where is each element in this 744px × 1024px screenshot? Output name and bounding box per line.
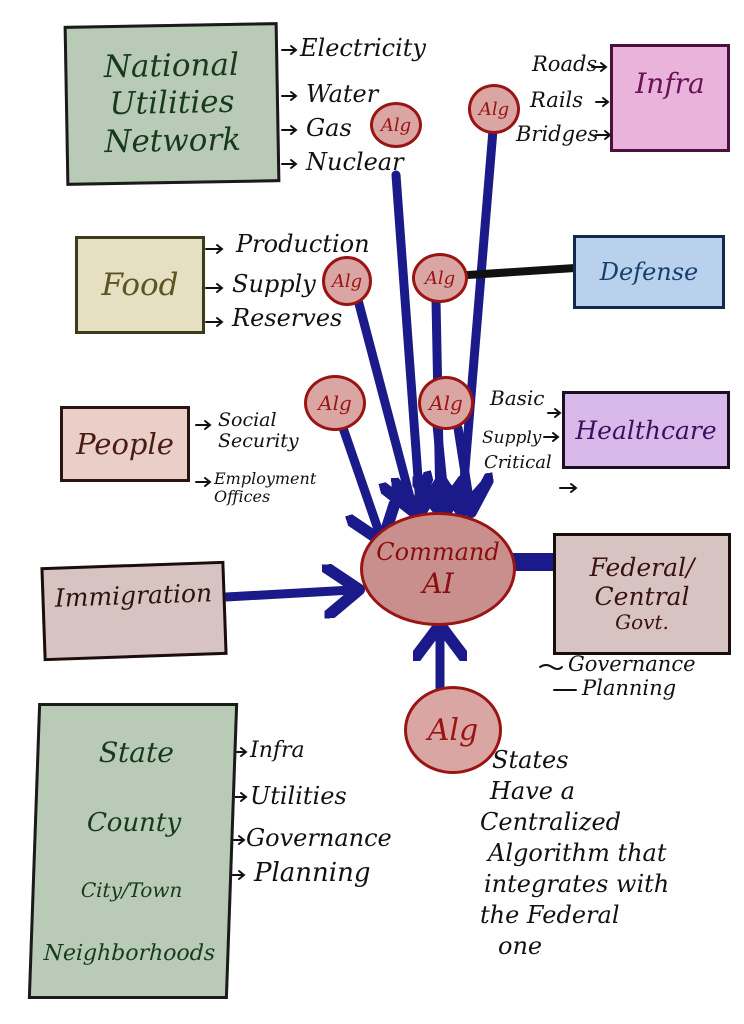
node-defense[interactable]: Defense: [573, 235, 725, 309]
node-infra[interactable]: Infra: [610, 44, 730, 152]
alg-node-healthcare[interactable]: Alg: [418, 376, 474, 430]
federal-item-governance: Governance: [568, 652, 696, 676]
node-utilities[interactable]: National Utilities Network: [63, 22, 281, 186]
node-healthcare[interactable]: Healthcare: [562, 391, 730, 469]
command-ai-line2: AI: [422, 566, 454, 600]
infra-item-rails: Rails: [530, 88, 584, 112]
alg-label: Alg: [478, 98, 510, 120]
federal-item-planning: Planning: [582, 676, 677, 700]
arrow-icon: [205, 283, 224, 293]
connector-defense-link: [464, 264, 579, 279]
food-item-reserves: Reserves: [232, 304, 343, 332]
alg-node-people[interactable]: Alg: [304, 375, 366, 431]
connector-utilities-alg: [396, 170, 420, 505]
alg-node-state[interactable]: Alg: [404, 686, 502, 774]
immigration-title: Immigration: [54, 578, 213, 613]
federal-title-1: Federal/: [589, 552, 695, 582]
utilities-title-3: Network: [103, 121, 242, 160]
alg-label: Alg: [380, 114, 412, 136]
alg-label: Alg: [429, 391, 463, 415]
people-item-employment-offices: Employment Offices: [214, 469, 324, 507]
alg-label: Alg: [427, 712, 479, 748]
arrow-icon: [591, 62, 608, 72]
people-title: People: [76, 427, 174, 461]
arrow-icon: [195, 477, 212, 487]
arrow-icon: [559, 483, 578, 493]
utilities-item-water: Water: [306, 80, 379, 108]
connector-immigration: [221, 590, 352, 597]
state-item-governance: Governance: [246, 824, 392, 852]
connector-healthcare-alg-b: [458, 423, 470, 505]
infra-title: Infra: [635, 67, 705, 100]
note-text: States Have a Centralized Algorithm that…: [480, 745, 740, 962]
arrow-icon: [229, 870, 246, 880]
utilities-item-electricity: Electricity: [300, 34, 426, 62]
federal-title-3: Govt.: [615, 610, 669, 635]
command-ai-line1: Command: [376, 537, 500, 566]
utilities-item-gas: Gas: [306, 114, 352, 142]
arrow-icon: [205, 244, 224, 254]
state-item-planning: Planning: [254, 858, 371, 888]
dash-icon: [539, 664, 563, 670]
people-item-social-security: Social Security: [218, 410, 318, 452]
arrow-icon: [547, 408, 562, 418]
healthcare-title: Healthcare: [575, 415, 717, 445]
node-people[interactable]: People: [60, 406, 190, 482]
state-level-city: City/Town: [80, 877, 183, 902]
arrow-icon: [595, 97, 610, 107]
connector-people-alg: [337, 420, 380, 535]
utilities-item-nuclear: Nuclear: [306, 148, 404, 176]
connector-food-alg: [353, 295, 412, 505]
arrow-icon: [281, 125, 298, 135]
arrow-icon: [281, 91, 298, 101]
people-item-employment-offices-text: Employment Offices: [214, 469, 317, 507]
healthcare-item-critical: Critical: [484, 452, 552, 473]
note-line-7: one: [498, 932, 543, 960]
infra-item-roads: Roads: [532, 52, 598, 76]
arrow-icon: [543, 432, 560, 442]
state-item-utilities: Utilities: [250, 782, 347, 810]
state-level-neighborhoods: Neighborhoods: [43, 941, 216, 967]
arrow-icon: [205, 317, 224, 327]
note-line-2: Have a: [490, 777, 575, 805]
node-food[interactable]: Food: [75, 236, 205, 334]
federal-title-2: Central: [594, 581, 690, 611]
food-title: Food: [101, 267, 179, 303]
people-item-social-security-text: Social Security: [218, 409, 299, 452]
note-line-1: States: [492, 746, 569, 774]
command-ai-node[interactable]: Command AI: [360, 512, 516, 626]
healthcare-item-supply: Supply: [482, 428, 542, 448]
alg-node-infra[interactable]: Alg: [468, 84, 520, 134]
arrow-icon: [195, 420, 212, 430]
node-immigration[interactable]: Immigration: [40, 560, 228, 662]
note-line-4: Algorithm that: [488, 839, 667, 867]
alg-label: Alg: [424, 267, 456, 289]
utilities-title-2: Utilities: [109, 84, 235, 123]
note-line-3: Centralized: [480, 808, 622, 836]
node-federal[interactable]: Federal/ Central Govt.: [553, 533, 731, 655]
state-level-county: County: [86, 808, 182, 839]
state-item-infra: Infra: [250, 738, 305, 763]
state-level-state: State: [98, 735, 175, 769]
alg-node-utilities[interactable]: Alg: [370, 102, 422, 148]
food-item-production: Production: [236, 230, 370, 258]
alg-label: Alg: [331, 270, 363, 292]
infra-item-bridges: Bridges: [516, 122, 599, 146]
arrow-icon: [281, 45, 298, 55]
alg-node-defense[interactable]: Alg: [412, 253, 468, 303]
defense-title: Defense: [599, 258, 699, 286]
alg-node-food[interactable]: Alg: [322, 256, 372, 306]
healthcare-item-basic: Basic: [490, 386, 545, 410]
food-item-supply: Supply: [232, 270, 316, 298]
alg-label: Alg: [318, 391, 352, 415]
note-line-5: integrates with: [484, 870, 670, 898]
connector-infra-alg: [462, 125, 498, 505]
utilities-title-1: National: [103, 47, 240, 86]
arrow-icon: [281, 159, 298, 169]
node-state[interactable]: State County City/Town Neighborhoods: [27, 703, 239, 999]
note-line-6: the Federal: [480, 901, 620, 929]
